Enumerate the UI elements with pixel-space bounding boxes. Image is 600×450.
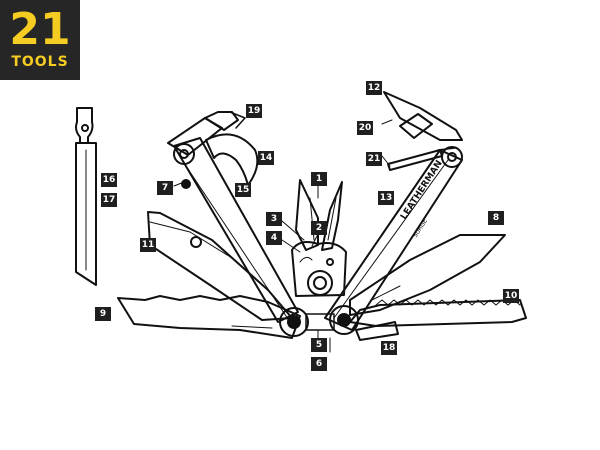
- callout-20: 20: [357, 121, 373, 135]
- model-engraving: SURGE: [412, 218, 429, 239]
- callout-15: 15: [235, 183, 251, 197]
- callout-16: 16: [101, 173, 117, 187]
- right-top-tools: [383, 91, 463, 171]
- lower-right-component: [355, 321, 399, 341]
- bit-driver: [167, 111, 246, 156]
- callout-14: 14: [258, 151, 274, 165]
- callout-8: 8: [488, 211, 504, 225]
- callout-2: 2: [311, 221, 327, 235]
- callout-12: 12: [366, 81, 382, 95]
- callout-1: 1: [311, 172, 327, 186]
- callout-3: 3: [266, 212, 282, 226]
- brand-engraving: LEATHERMAN: [399, 159, 445, 222]
- callout-5: 5: [311, 338, 327, 352]
- can-opener: [205, 133, 259, 186]
- callout-19: 19: [246, 104, 262, 118]
- tool-count-number: 21: [9, 4, 71, 55]
- callout-21: 21: [366, 152, 382, 166]
- callout-9: 9: [95, 307, 111, 321]
- callout-7: 7: [157, 181, 173, 195]
- callout-4: 4: [266, 231, 282, 245]
- pivot-joints: [181, 179, 359, 337]
- callout-17: 17: [101, 193, 117, 207]
- callout-leaders: [173, 119, 393, 353]
- detached-blade-insert: [75, 107, 97, 286]
- main-blade: [349, 234, 506, 316]
- callout-10: 10: [503, 289, 519, 303]
- tool-count-badge: 21 TOOLS: [0, 0, 80, 80]
- callout-11: 11: [140, 238, 156, 252]
- callout-13: 13: [378, 191, 394, 205]
- callout-6: 6: [311, 357, 327, 371]
- pliers: [291, 179, 347, 297]
- saw-blade: [349, 299, 527, 327]
- callout-18: 18: [381, 341, 397, 355]
- tool-count-label: TOOLS: [11, 54, 69, 70]
